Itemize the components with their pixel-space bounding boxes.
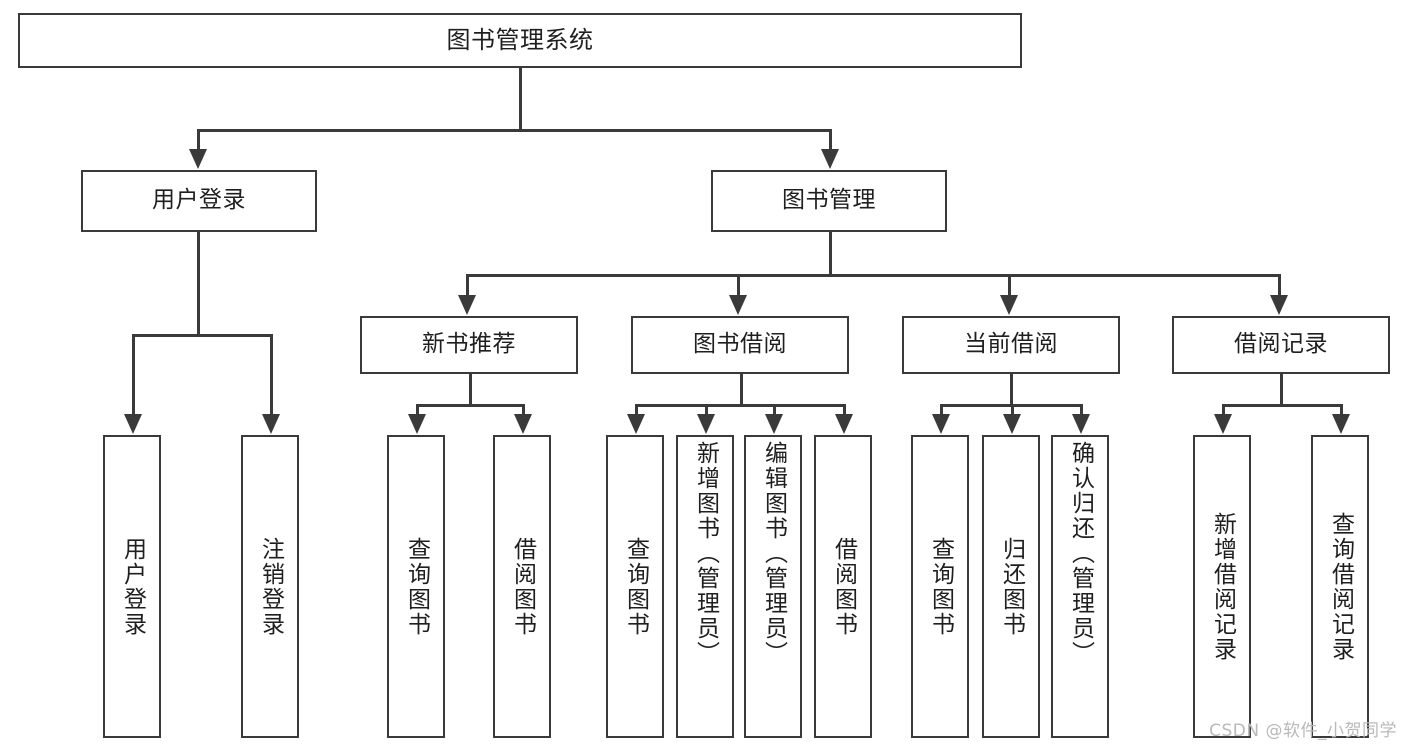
node-label: 借阅图书	[509, 536, 536, 637]
connector-book-borrow-bus	[635, 404, 845, 407]
arrow-down-icon	[697, 414, 715, 434]
connector-new-book-drop-1	[416, 404, 419, 415]
node-label: 借阅记录	[1234, 331, 1328, 358]
node-borrow-record[interactable]: 借阅记录	[1172, 316, 1390, 374]
connector-book-borrow-drop-3	[773, 404, 776, 415]
node-label: 图书借阅	[693, 331, 787, 358]
connector-root-bus	[197, 129, 831, 132]
node-label: 新增借阅记录	[1209, 511, 1236, 662]
node-label: 查询图书	[622, 536, 649, 637]
leaf-user-login-logout[interactable]: 注销登录	[241, 435, 299, 738]
node-new-book-recommend[interactable]: 新书推荐	[360, 316, 578, 374]
connector-new-book-drop-2	[522, 404, 525, 415]
node-current-borrow[interactable]: 当前借阅	[902, 316, 1120, 374]
connector-book-borrow-drop-1	[635, 404, 638, 415]
connector-root-stem	[519, 68, 522, 130]
leaf-current-borrow-query[interactable]: 查询图书	[911, 435, 969, 738]
node-label: 查询图书	[403, 536, 430, 637]
node-label: 新增图书（管理员）	[692, 441, 719, 666]
connector-user-login-bus	[132, 334, 272, 337]
arrow-down-icon	[729, 295, 747, 315]
connector-borrow-record-drop-2	[1340, 404, 1343, 415]
leaf-borrow-record-add[interactable]: 新增借阅记录	[1193, 435, 1251, 738]
node-label: 当前借阅	[964, 331, 1058, 358]
leaf-current-borrow-confirm-return[interactable]: 确认归还（管理员）	[1051, 435, 1109, 738]
connector-current-borrow-drop-2	[1011, 404, 1014, 415]
connector-drop-user-login	[197, 129, 200, 151]
connector-book-borrow-drop-4	[843, 404, 846, 415]
node-label: 图书管理系统	[446, 26, 594, 55]
node-label: 查询图书	[927, 536, 954, 637]
connector-book-mgmt-stem	[829, 232, 832, 275]
arrow-down-icon	[1270, 295, 1288, 315]
node-label: 借阅图书	[830, 536, 857, 637]
connector-l3-drop-2	[737, 274, 740, 296]
arrow-down-icon	[765, 414, 783, 434]
leaf-user-login-login[interactable]: 用户登录	[103, 435, 161, 738]
arrow-down-icon	[1214, 414, 1232, 434]
leaf-book-borrow-add[interactable]: 新增图书（管理员）	[676, 435, 734, 738]
connector-user-login-drop-1	[132, 334, 135, 415]
connector-book-mgmt-bus	[466, 274, 1278, 277]
node-book-borrow[interactable]: 图书借阅	[631, 316, 849, 374]
arrow-down-icon	[1003, 414, 1021, 434]
connector-drop-book-mgmt	[829, 129, 832, 151]
node-book-management[interactable]: 图书管理	[711, 170, 947, 232]
arrow-down-icon	[458, 295, 476, 315]
arrow-down-icon	[1332, 414, 1350, 434]
connector-new-book-stem	[469, 374, 472, 406]
arrow-down-icon	[1072, 414, 1090, 434]
connector-new-book-bus	[416, 404, 524, 407]
leaf-new-book-query[interactable]: 查询图书	[387, 435, 445, 738]
node-label: 归还图书	[998, 536, 1025, 637]
node-root[interactable]: 图书管理系统	[18, 13, 1022, 68]
connector-user-login-drop-2	[270, 334, 273, 415]
arrow-down-icon	[262, 414, 280, 434]
node-label: 确认归还（管理员）	[1067, 441, 1094, 666]
arrow-down-icon	[835, 414, 853, 434]
node-label: 编辑图书（管理员）	[760, 441, 787, 666]
node-label: 查询借阅记录	[1327, 511, 1354, 662]
connector-current-borrow-stem	[1010, 374, 1013, 406]
node-label: 用户登录	[152, 187, 246, 214]
node-user-login[interactable]: 用户登录	[81, 170, 317, 232]
leaf-current-borrow-return[interactable]: 归还图书	[982, 435, 1040, 738]
connector-l3-drop-4	[1278, 274, 1281, 296]
arrow-down-icon	[821, 149, 839, 169]
node-label: 图书管理	[782, 187, 876, 214]
connector-l3-drop-3	[1008, 274, 1011, 296]
arrow-down-icon	[1000, 295, 1018, 315]
arrow-down-icon	[124, 414, 142, 434]
node-label: 注销登录	[257, 536, 284, 637]
connector-borrow-record-stem	[1280, 374, 1283, 406]
arrow-down-icon	[408, 414, 426, 434]
connector-borrow-record-drop-1	[1222, 404, 1225, 415]
arrow-down-icon	[627, 414, 645, 434]
arrow-down-icon	[932, 414, 950, 434]
node-label: 新书推荐	[422, 331, 516, 358]
leaf-book-borrow-borrow[interactable]: 借阅图书	[814, 435, 872, 738]
connector-l3-drop-1	[466, 274, 469, 296]
leaf-borrow-record-query[interactable]: 查询借阅记录	[1311, 435, 1369, 738]
connector-book-borrow-stem	[740, 374, 743, 406]
arrow-down-icon	[189, 149, 207, 169]
connector-user-login-stem	[197, 232, 200, 336]
connector-current-borrow-drop-3	[1080, 404, 1083, 415]
connector-borrow-record-bus	[1222, 404, 1342, 407]
leaf-new-book-borrow[interactable]: 借阅图书	[493, 435, 551, 738]
node-label: 用户登录	[119, 536, 146, 637]
arrow-down-icon	[514, 414, 532, 434]
connector-book-borrow-drop-2	[705, 404, 708, 415]
connector-current-borrow-drop-1	[940, 404, 943, 415]
leaf-book-borrow-query[interactable]: 查询图书	[606, 435, 664, 738]
leaf-book-borrow-edit[interactable]: 编辑图书（管理员）	[744, 435, 802, 738]
